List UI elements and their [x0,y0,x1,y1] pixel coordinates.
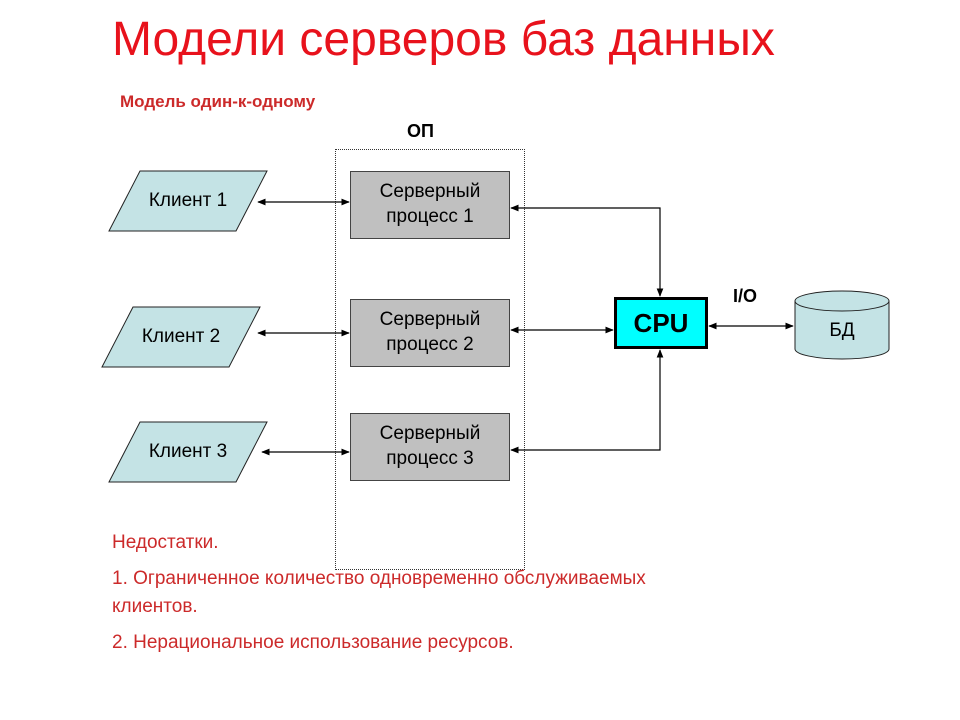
note-item-1-line2: клиентов. [112,596,198,617]
client-3: Клиент 3 [108,421,268,483]
notes-heading: Недостатки. [112,532,219,553]
client-1: Клиент 1 [108,170,268,232]
server-process-1: Серверный процесс 1 [350,171,510,239]
server-process-3: Серверный процесс 3 [350,413,510,481]
server-process-3-line2: процесс 3 [386,448,474,469]
client-3-label: Клиент 3 [148,441,228,462]
arrow-process3-cpu [510,349,664,454]
database-label: БД [829,320,855,341]
client-2-label: Клиент 2 [141,326,221,347]
client-2: Клиент 2 [101,306,261,368]
server-process-2: Серверный процесс 2 [350,299,510,367]
database-cylinder: БД [794,290,890,360]
slide-title: Модели серверов баз данных [112,13,775,66]
note-item-1-line1: 1. Ограниченное количество одновременно … [112,568,646,589]
server-process-1-line1: Серверный [379,181,481,203]
server-process-2-line2: процесс 2 [386,334,474,355]
server-process-1-line2: процесс 1 [386,206,474,227]
io-label: I/O [733,286,758,306]
parallelogram-shape [101,306,261,368]
client-1-label: Клиент 1 [148,190,228,211]
parallelogram-shape [108,170,268,232]
arrow-process1-cpu [510,204,664,297]
memory-label: ОП [407,121,434,141]
cpu-label: CPU [633,307,689,338]
slide-subtitle: Модель один-к-одному [120,92,316,111]
server-process-3-line1: Серверный [379,423,481,445]
note-item-2: 2. Нерациональное использование ресурсов… [112,632,514,653]
server-process-2-line1: Серверный [379,309,481,331]
cpu-box: CPU [614,297,708,349]
parallelogram-shape [108,421,268,483]
cylinder-icon [794,290,890,360]
